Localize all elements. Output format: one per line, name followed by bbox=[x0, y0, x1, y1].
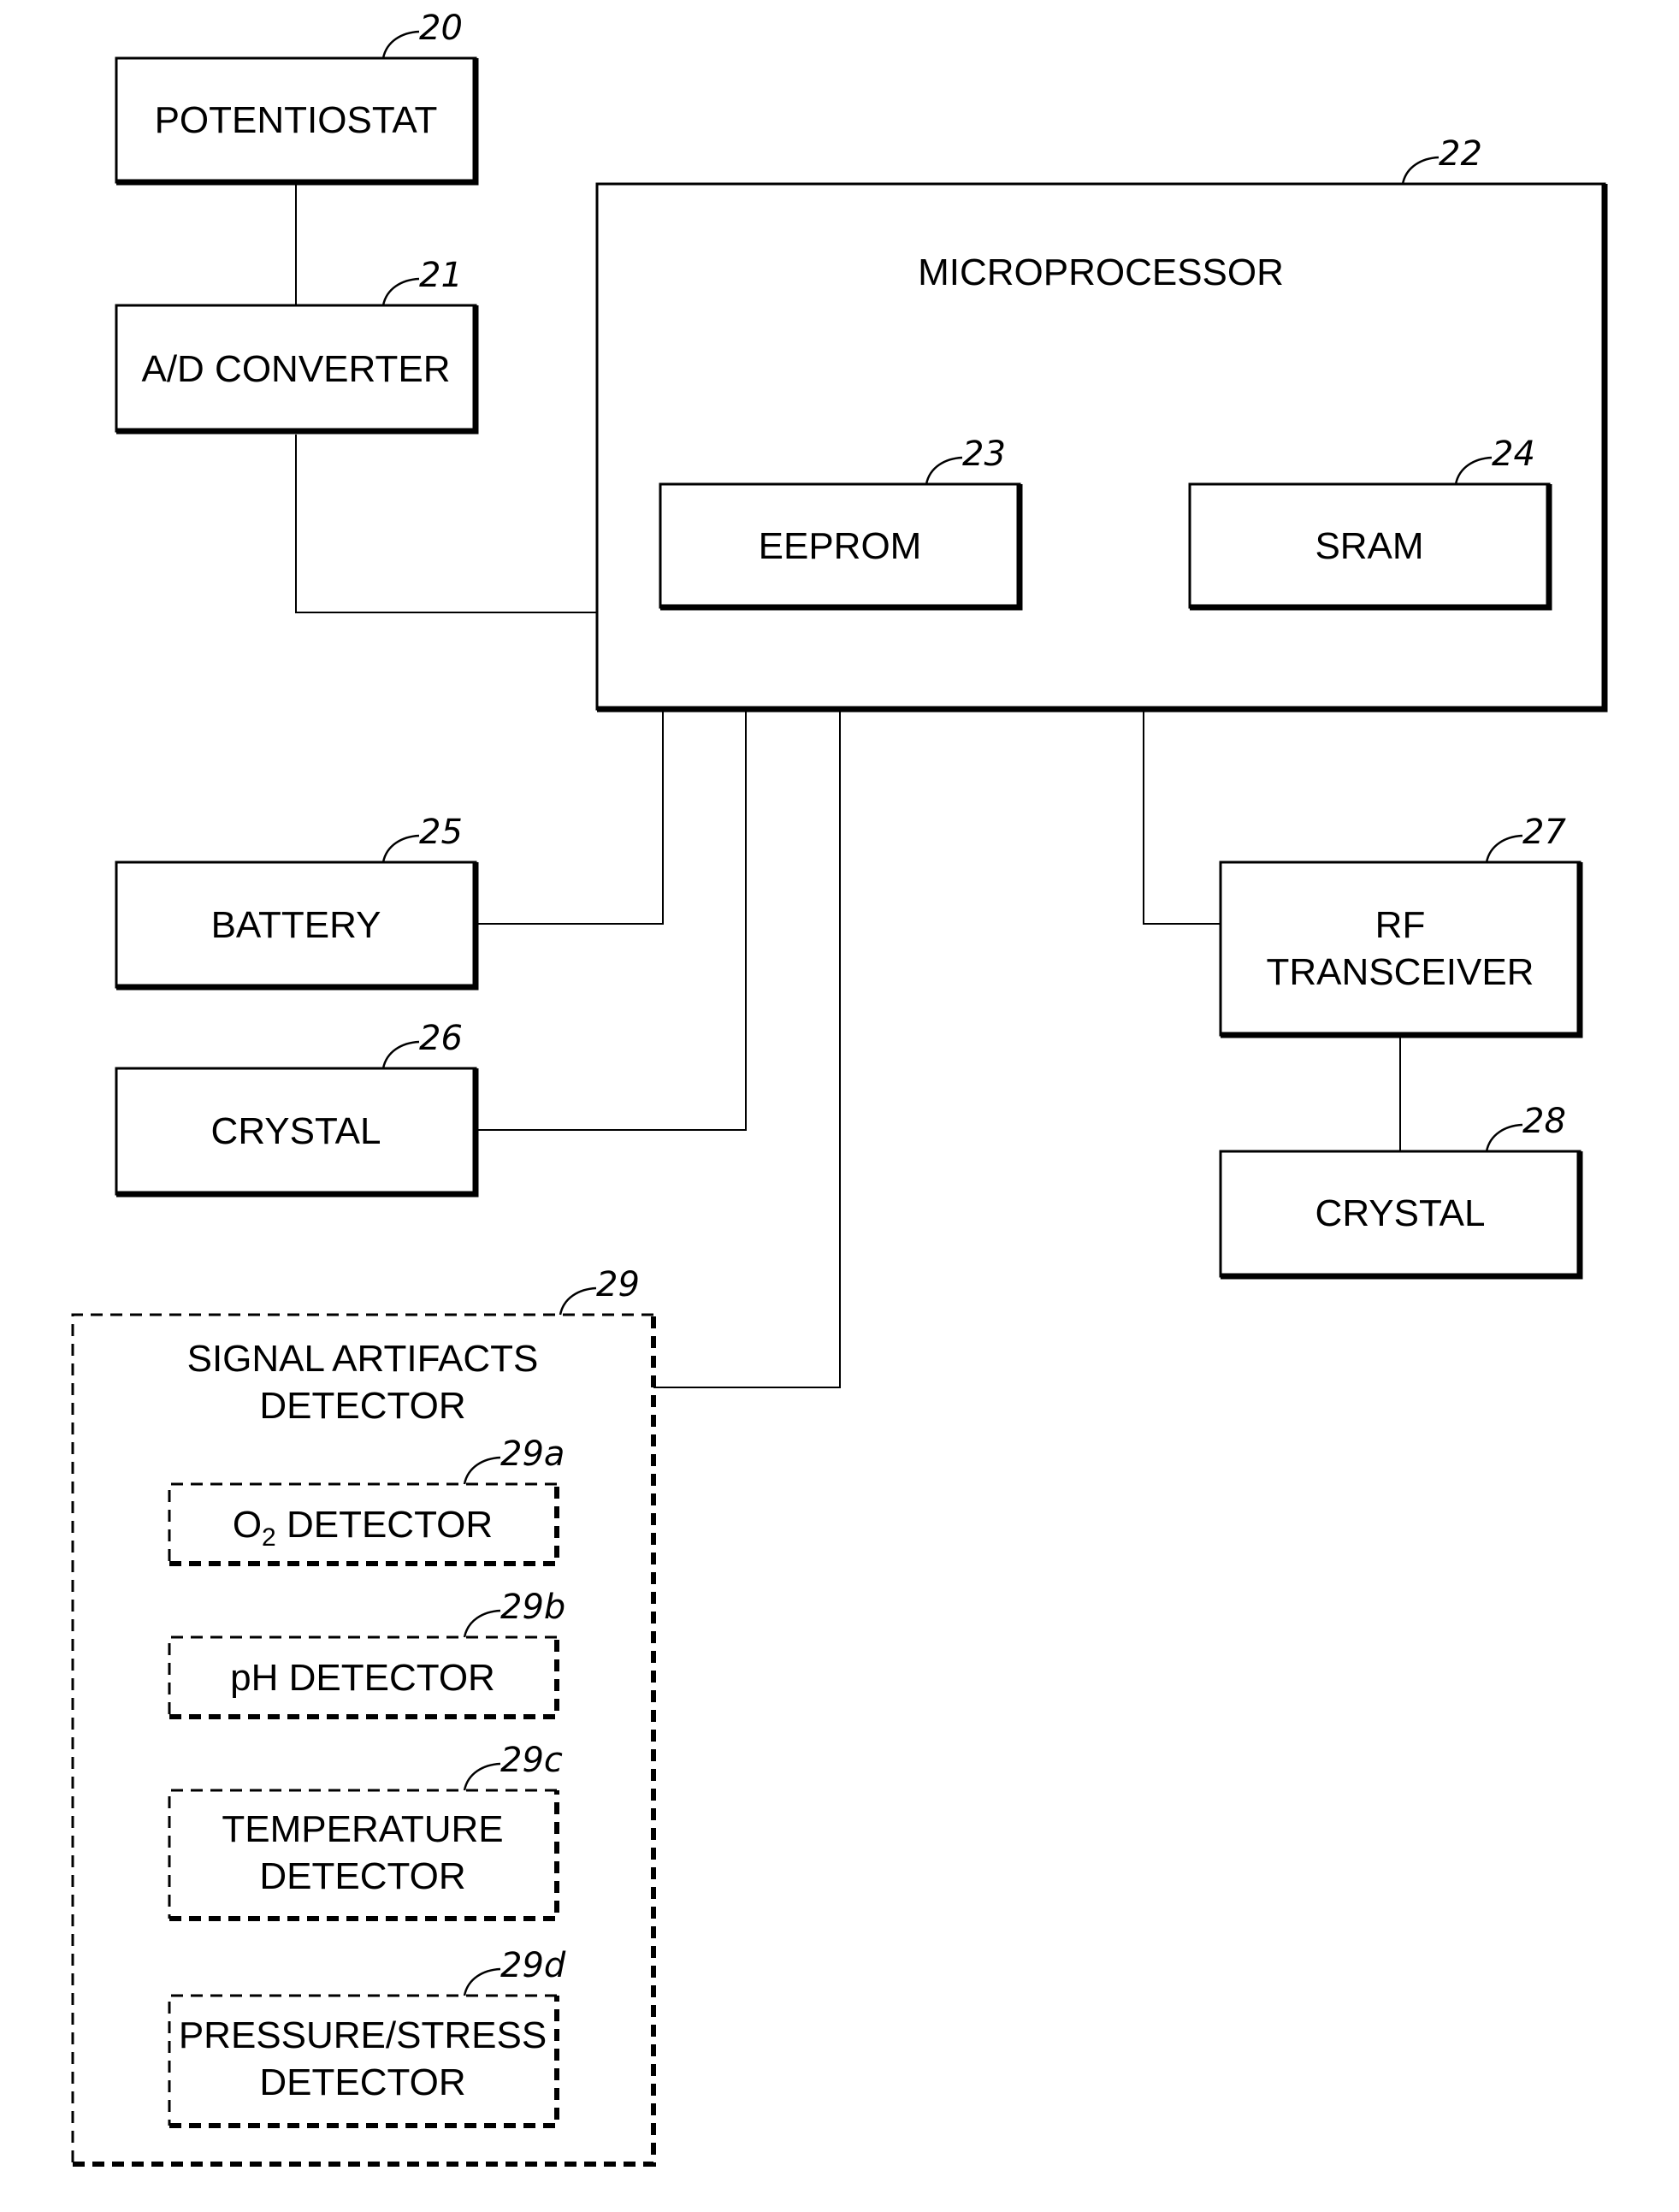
ref-28: 28 bbox=[1522, 1102, 1566, 1141]
leader-22 bbox=[1403, 157, 1439, 184]
label-crystal-right: CRYSTAL bbox=[1315, 1192, 1486, 1234]
label-ph-detector: pH DETECTOR bbox=[230, 1657, 495, 1699]
ref-26: 26 bbox=[419, 1019, 463, 1058]
ref-23: 23 bbox=[962, 435, 1006, 474]
ref-27: 27 bbox=[1522, 813, 1566, 852]
label-microprocessor: MICROPROCESSOR bbox=[918, 251, 1284, 293]
label-pressure-stress-detector: DETECTOR bbox=[259, 2061, 465, 2103]
leader-21 bbox=[383, 279, 419, 305]
leader-20 bbox=[383, 32, 419, 58]
ref-24: 24 bbox=[1492, 435, 1535, 474]
leader-29c bbox=[464, 1764, 500, 1790]
ref-25: 25 bbox=[419, 813, 463, 852]
label-sram: SRAM bbox=[1315, 525, 1423, 567]
label-transceiver: TRANSCEIVER bbox=[1267, 951, 1534, 993]
ref-29b: 29b bbox=[500, 1588, 565, 1627]
connector-micro-crystal-left bbox=[477, 712, 746, 1130]
label-o2-detector: O2 DETECTOR bbox=[233, 1504, 493, 1552]
ref-29c: 29c bbox=[500, 1741, 563, 1780]
ref-29: 29 bbox=[596, 1265, 640, 1304]
leader-29 bbox=[560, 1288, 596, 1315]
label-o2-subscript: 2 bbox=[262, 1523, 276, 1552]
leader-25 bbox=[383, 836, 419, 862]
label-o2-suffix: DETECTOR bbox=[276, 1504, 493, 1546]
ref-20: 20 bbox=[419, 9, 463, 48]
label-signal-artifacts-detector: DETECTOR bbox=[259, 1385, 465, 1427]
connector-micro-battery bbox=[477, 712, 663, 924]
label-temperature: TEMPERATURE bbox=[222, 1808, 503, 1850]
box-rf-transceiver bbox=[1221, 862, 1580, 1035]
label-ad-converter: A/D CONVERTER bbox=[141, 348, 450, 390]
label-pressure-stress: PRESSURE/STRESS bbox=[179, 2014, 547, 2056]
leader-28 bbox=[1487, 1125, 1522, 1151]
connector-micro-rf bbox=[1144, 712, 1221, 924]
ref-29d: 29d bbox=[500, 1946, 566, 1985]
leader-29d bbox=[464, 1969, 500, 1996]
ref-21: 21 bbox=[419, 256, 463, 295]
label-temperature-detector: DETECTOR bbox=[259, 1855, 465, 1897]
label-potentiostat: POTENTIOSTAT bbox=[155, 99, 438, 141]
ref-29a: 29a bbox=[500, 1434, 565, 1474]
label-o2-prefix: O bbox=[233, 1504, 262, 1546]
label-rf: RF bbox=[1375, 904, 1426, 946]
leader-29a bbox=[464, 1458, 500, 1484]
label-eeprom: EEPROM bbox=[759, 525, 922, 567]
label-crystal-left: CRYSTAL bbox=[211, 1110, 381, 1152]
ref-22: 22 bbox=[1439, 134, 1482, 174]
connector-adc-microprocessor bbox=[296, 435, 597, 612]
label-signal-artifacts: SIGNAL ARTIFACTS bbox=[187, 1338, 539, 1380]
leader-26 bbox=[383, 1042, 419, 1068]
label-battery: BATTERY bbox=[211, 904, 381, 946]
leader-27 bbox=[1487, 836, 1522, 862]
leader-29b bbox=[464, 1611, 500, 1637]
